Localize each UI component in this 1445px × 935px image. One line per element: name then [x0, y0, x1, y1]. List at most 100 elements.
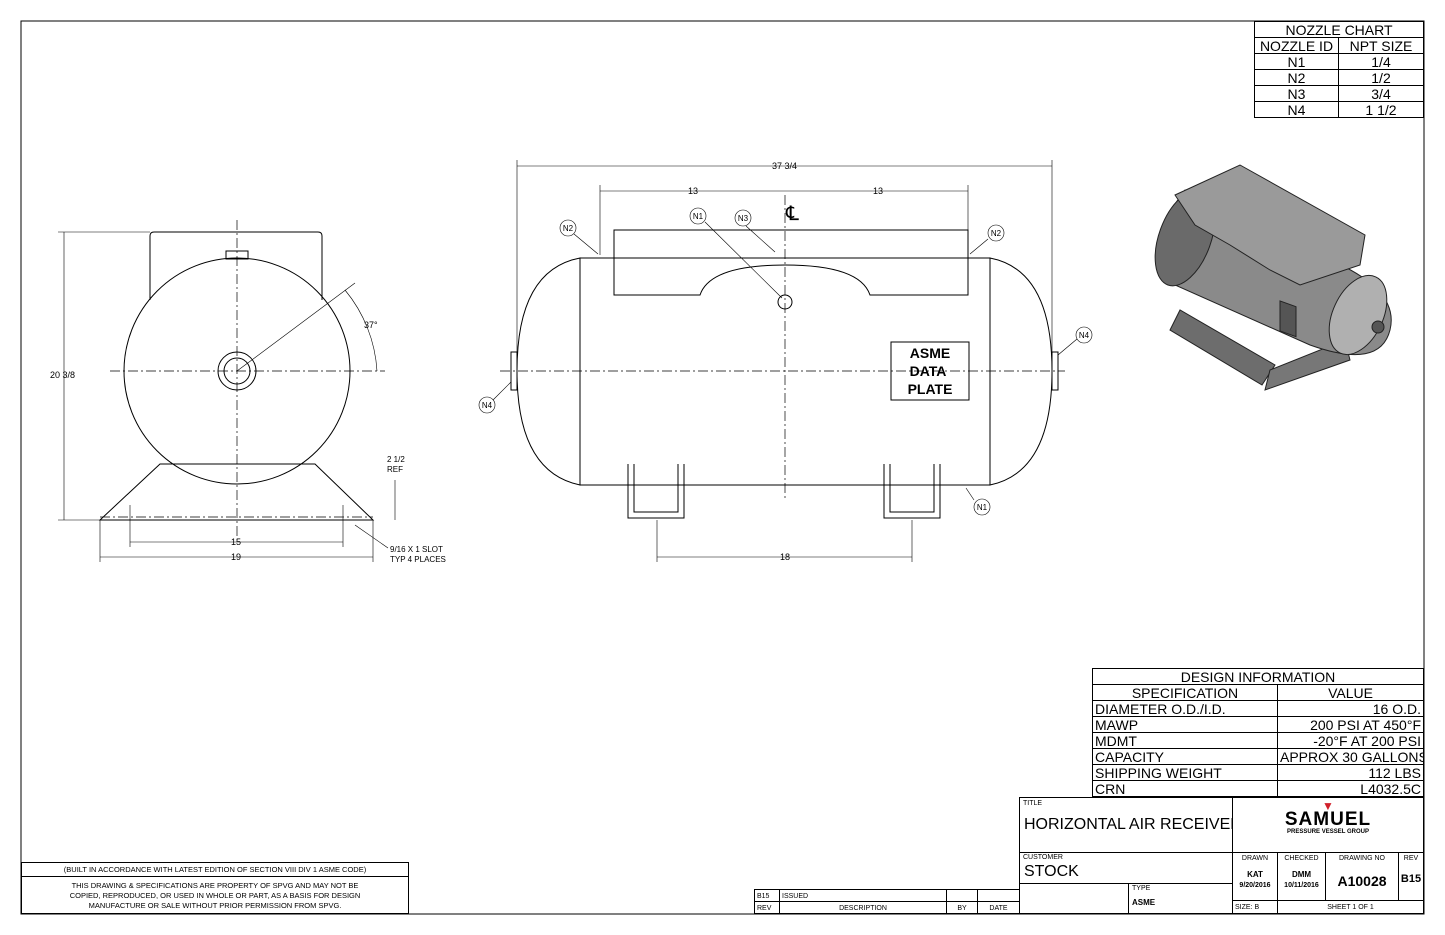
nozzle-id: N3 — [1254, 85, 1339, 102]
drawing-no-cell: DRAWING NO A10028 — [1325, 852, 1399, 901]
callout-n1: N1 — [977, 503, 988, 512]
plate-text-3: PLATE — [908, 381, 953, 397]
column-header: BY — [946, 901, 978, 914]
base-width-dim: 19 — [231, 552, 241, 562]
rev-cell: REV B15 — [1398, 852, 1424, 901]
company-logo: ▼ SAMUEL PRESSURE VESSEL GROUP — [1232, 797, 1424, 853]
sheet-border — [20, 20, 1425, 915]
npt-size: 1/4 — [1338, 53, 1424, 70]
column-header: DATE — [977, 901, 1020, 914]
npt-size: 3/4 — [1338, 85, 1424, 102]
type-value: ASME — [1132, 898, 1156, 907]
centerline-symbol: ℄ — [785, 203, 799, 225]
nozzle-id: N2 — [1254, 69, 1339, 86]
ref-label: REF — [387, 465, 403, 474]
right-half-dim: 13 — [873, 186, 883, 196]
asme-code-note: (BUILT IN ACCORDANCE WITH LATEST EDITION… — [21, 862, 409, 877]
slot-note-2: TYP 4 PLACES — [390, 555, 446, 564]
spec-value: 16 O.D. — [1277, 700, 1424, 717]
nozzle-chart-title: NOZZLE CHART — [1254, 21, 1424, 38]
spec-name: CAPACITY — [1092, 748, 1278, 765]
drawing-no: A10028 — [1337, 873, 1387, 889]
spec-name: MAWP — [1092, 716, 1278, 733]
plate-text-2: DATA — [910, 363, 947, 379]
property-note: THIS DRAWING & SPECIFICATIONS ARE PROPER… — [21, 876, 409, 914]
plate-text: ASME — [910, 345, 950, 361]
checked-cell: CHECKED DMM 10/11/2016 — [1277, 852, 1326, 901]
drawn-date: 9/20/2016 — [1239, 882, 1271, 889]
callout-n2: N2 — [991, 229, 1002, 238]
blank-cell — [1019, 883, 1129, 914]
property-note-line: THIS DRAWING & SPECIFICATIONS ARE PROPER… — [71, 881, 359, 890]
right-head — [989, 257, 1053, 486]
drawing-no-label: DRAWING NO — [1338, 855, 1386, 862]
spec-value: 200 PSI AT 450°F — [1277, 716, 1424, 733]
callout-n2: N2 — [563, 224, 574, 233]
property-note-line: MANUFACTURE OR SALE WITHOUT PRIOR PERMIS… — [88, 901, 342, 910]
callout-n4: N4 — [1079, 331, 1090, 340]
design-info-title: DESIGN INFORMATION — [1092, 668, 1424, 685]
revision-block: B15 ISSUED REV DESCRIPTION BY DATE — [754, 889, 1020, 914]
design-info-table: DESIGN INFORMATION SPECIFICATION VALUE D… — [1092, 668, 1424, 798]
nozzle-id: N1 — [1254, 53, 1339, 70]
spec-value: -20°F AT 200 PSI — [1277, 732, 1424, 749]
left-half-dim: 13 — [688, 186, 698, 196]
customer-cell: CUSTOMER STOCK — [1019, 852, 1233, 884]
rev-value: B15 — [1400, 873, 1422, 885]
callout-n4: N4 — [482, 401, 493, 410]
checked-label: CHECKED — [1284, 855, 1319, 862]
title-cell: TITLE HORIZONTAL AIR RECEIVER — [1019, 797, 1233, 853]
drawn-cell: DRAWN KAT 9/20/2016 — [1232, 852, 1278, 901]
n1-nozzle — [777, 294, 793, 310]
drawn-by: KAT — [1247, 870, 1263, 879]
customer-value: STOCK — [1024, 863, 1079, 880]
spec-value: L4032.5C — [1277, 780, 1424, 797]
drawn-label: DRAWN — [1241, 855, 1269, 862]
column-header: NPT SIZE — [1338, 37, 1424, 54]
top-bracket — [613, 229, 969, 296]
type-label: TYPE — [1132, 885, 1151, 892]
spec-value: 112 LBS — [1277, 764, 1424, 781]
column-header: NOZZLE ID — [1254, 37, 1339, 54]
column-header: VALUE — [1277, 684, 1424, 701]
checked-date: 10/11/2016 — [1284, 882, 1319, 889]
feet-spacing-dim: 18 — [780, 552, 790, 562]
ref-dim: 2 1/2 — [387, 455, 405, 464]
left-head — [516, 257, 581, 486]
rev-label: REV — [1403, 855, 1419, 862]
nozzle-chart: NOZZLE CHART NOZZLE ID NPT SIZE N1 1/4 N… — [1254, 21, 1424, 118]
side-view: ASME DATA PLATE 37 3/4 13 13 ℄ 18 N1 N3 … — [478, 160, 1093, 562]
spec-name: DIAMETER O.D./I.D. — [1092, 700, 1278, 717]
title-block: TITLE HORIZONTAL AIR RECEIVER ▼ SAMUEL P… — [1019, 797, 1424, 914]
logo-text: SAMUEL — [1284, 809, 1372, 830]
column-header: REV — [754, 901, 780, 914]
end-view: 37° 20 3/8 2 1/2 REF 15 19 9/16 X 1 SLOT… — [50, 220, 446, 564]
spec-name: CRN — [1092, 780, 1278, 797]
isometric-view — [1154, 164, 1392, 391]
logo-subtext: PRESSURE VESSEL GROUP — [1287, 829, 1369, 835]
callout-n1: N1 — [693, 212, 704, 221]
bracket-outline — [149, 231, 323, 300]
spec-value: APPROX 30 GALLONS — [1277, 748, 1424, 765]
angle-dim: 37° — [364, 320, 378, 330]
spec-name: SHIPPING WEIGHT — [1092, 764, 1278, 781]
base-outline — [98, 463, 375, 521]
drawing-title: HORIZONTAL AIR RECEIVER — [1024, 816, 1233, 833]
npt-size: 1 1/2 — [1338, 101, 1424, 118]
property-note-line: COPIED, REPRODUCED, OR USED IN WHOLE OR … — [69, 891, 361, 900]
notes-block: (BUILT IN ACCORDANCE WITH LATEST EDITION… — [21, 862, 409, 914]
callout-n3: N3 — [738, 214, 749, 223]
left-foot — [627, 464, 685, 519]
nozzle-id: N4 — [1254, 101, 1339, 118]
npt-size: 1/2 — [1338, 69, 1424, 86]
column-header: SPECIFICATION — [1092, 684, 1278, 701]
asme-plate — [890, 341, 970, 401]
size-label: SIZE: B — [1232, 900, 1278, 914]
title-label: TITLE — [1023, 800, 1043, 807]
overall-length-dim: 37 3/4 — [772, 161, 797, 171]
type-cell: TYPE ASME — [1128, 883, 1233, 914]
customer-label: CUSTOMER — [1023, 854, 1063, 861]
slot-note: 9/16 X 1 SLOT — [390, 545, 443, 554]
